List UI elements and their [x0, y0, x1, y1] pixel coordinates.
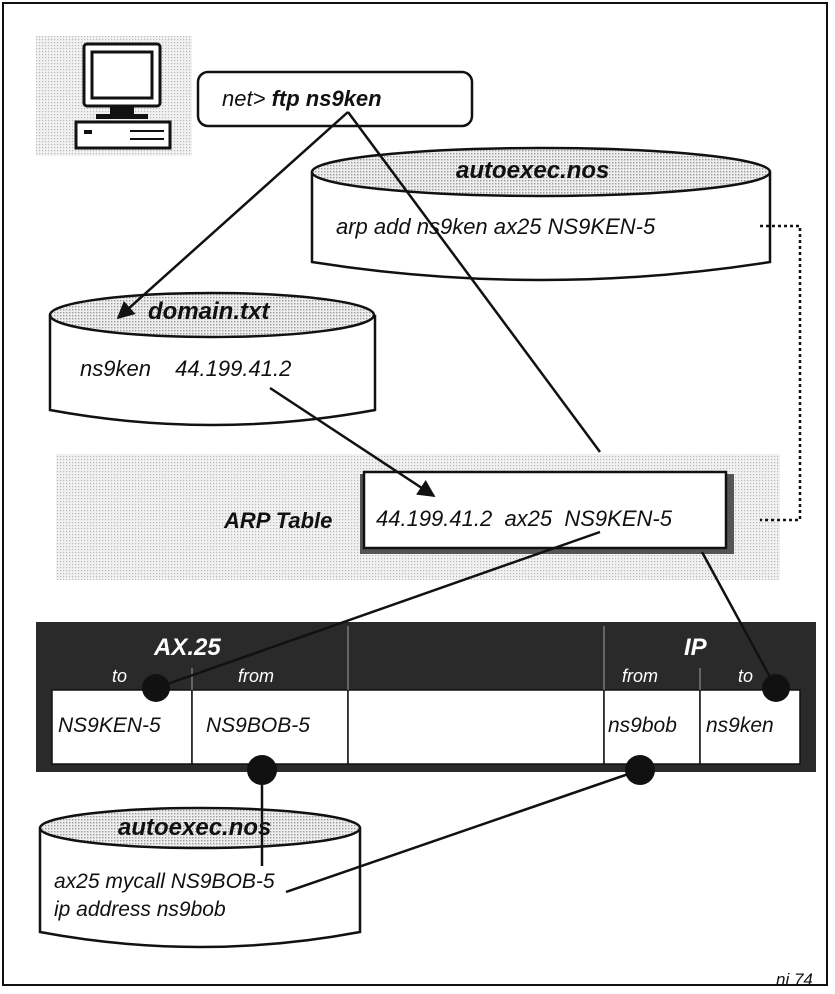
ip-to-value: ns9ken: [706, 714, 774, 737]
domain-title: domain.txt: [148, 298, 270, 325]
autoexec-bottom-cylinder: [38, 806, 362, 949]
data-cell: [347, 689, 605, 765]
command-box: [196, 70, 474, 128]
domain-ip: 44.199.41.2: [175, 356, 292, 381]
autoexec-top-cylinder: [310, 146, 772, 282]
ax25-from-value: NS9BOB-5: [206, 714, 310, 737]
ip-from-value: ns9bob: [608, 714, 677, 737]
computer-icon: [36, 36, 192, 156]
prompt: net>: [222, 86, 266, 111]
autoexec-bottom-line1: ax25 mycall NS9BOB-5: [54, 870, 275, 893]
autoexec-top-title: autoexec.nos: [456, 157, 610, 184]
domain-entry: ns9ken 44.199.41.2: [80, 356, 291, 382]
ip-from-label: from: [622, 666, 658, 686]
ip-to-label: to: [738, 666, 754, 686]
dotted-autoexec-to-arp: [760, 224, 802, 522]
autoexec-top-line: arp add ns9ken ax25 NS9KEN-5: [336, 214, 656, 239]
connector-dots: [142, 674, 790, 785]
ax25-from-label: from: [238, 666, 274, 686]
ip-header: IP: [684, 634, 707, 661]
command: ftp: [271, 86, 300, 111]
ax25-to-label: to: [112, 666, 128, 686]
line-ipaddr-to-from: [285, 768, 641, 894]
ax25-to-cell: [51, 689, 193, 765]
ip-from-cell: [603, 689, 701, 765]
line-arp-to-ax25-to: [155, 530, 601, 690]
figure-frame: [2, 2, 828, 986]
line-cmd-to-arp: [346, 111, 602, 453]
arp-entry: 44.199.41.2 ax25 NS9KEN-5: [376, 506, 672, 531]
connectors: [116, 111, 802, 894]
domain-name: ns9ken: [80, 356, 151, 381]
arrow-cmd-to-domain: [116, 111, 349, 320]
autoexec-bottom-title: autoexec.nos: [118, 814, 272, 841]
ax25-header: AX.25: [154, 634, 221, 661]
arrow-domain-to-arp: [269, 386, 436, 498]
line-arp-to-ip-to: [700, 551, 778, 689]
command-host: ns9ken: [305, 86, 382, 111]
autoexec-bottom-line2: ip address ns9bob: [54, 898, 226, 921]
arp-label: ARP Table: [224, 508, 333, 533]
ip-to-cell: [699, 689, 801, 765]
figure-ref: ni 74: [776, 970, 813, 989]
command-text: net> ftp ns9ken: [222, 86, 382, 112]
ax25-to-value: NS9KEN-5: [58, 714, 161, 737]
